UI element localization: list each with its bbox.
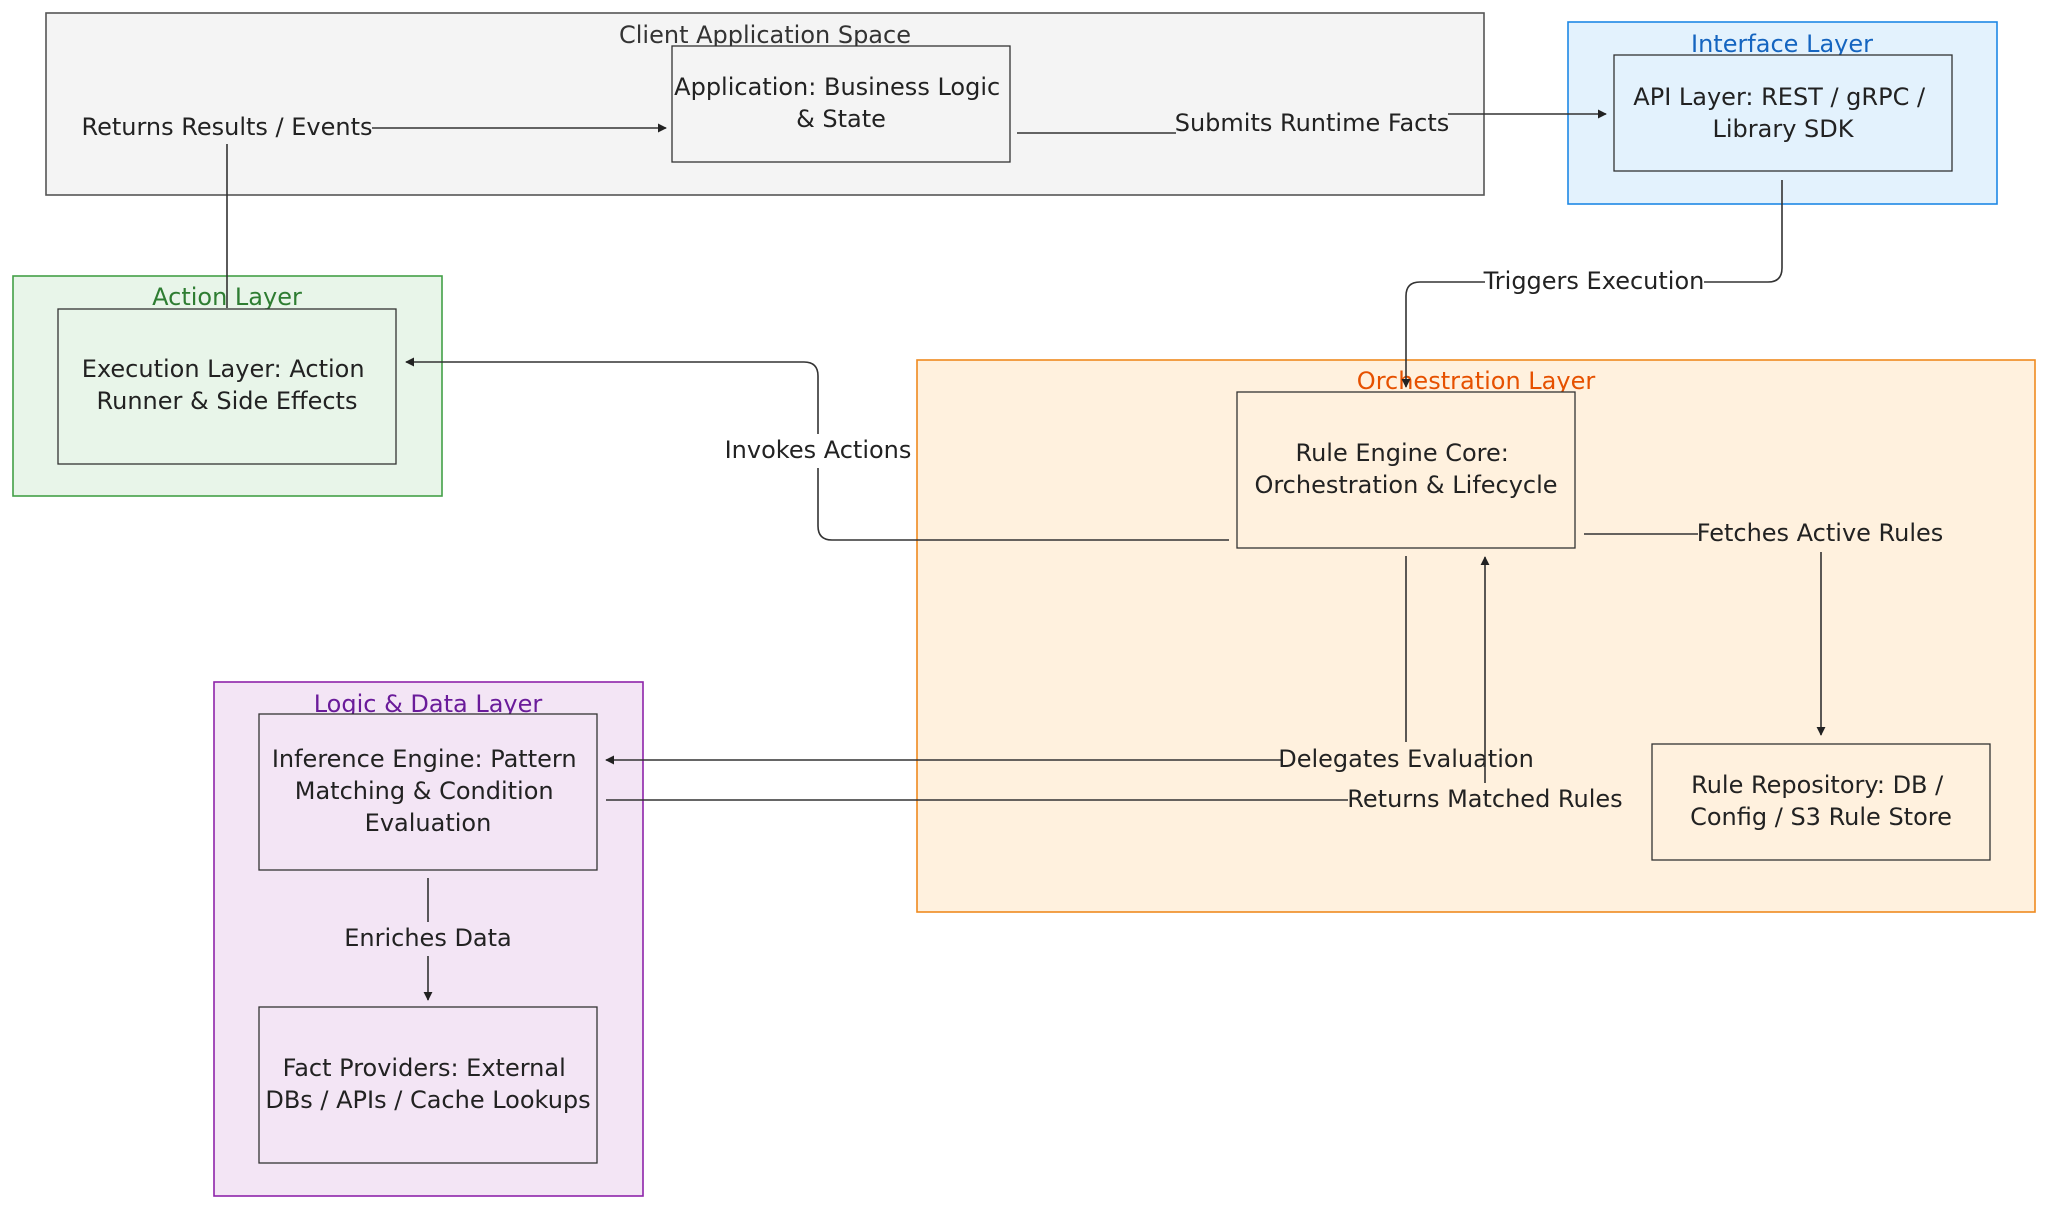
edge-label-enriches: Enriches Data [344, 924, 512, 952]
inference-label-line-3: Evaluation [365, 809, 492, 837]
edge-delegates-evaluation: Delegates Evaluation [606, 556, 1534, 773]
fact-providers-label-line-1: Fact Providers: External [283, 1054, 566, 1082]
edge-submits-path [1017, 114, 1606, 134]
edge-returns-matched-rules: Returns Matched Rules [606, 557, 1623, 813]
edge-label-submits: Submits Runtime Facts [1175, 109, 1450, 137]
application-label-line-2: & State [796, 105, 886, 133]
client-cluster-title: Client Application Space [619, 21, 911, 49]
fact-providers-node-label: Fact Providers: External DBs / APIs / Ca… [265, 1054, 590, 1114]
edge-label-delegates: Delegates Evaluation [1278, 745, 1534, 773]
application-label-line-1: Application: Business Logic [674, 73, 1000, 101]
logic-cluster-title: Logic & Data Layer [314, 690, 543, 718]
edge-fetches-path [1584, 533, 1821, 735]
orchestration-cluster-title: Orchestration Layer [1357, 367, 1596, 395]
edge-triggers-path [1406, 180, 1783, 387]
edge-label-invokes: Invokes Actions [725, 436, 912, 464]
fact-providers-label-line-2: DBs / APIs / Cache Lookups [265, 1086, 590, 1114]
edge-label-returns-results: Returns Results / Events [81, 113, 372, 141]
edge-returns-results-path [226, 128, 666, 308]
rule-engine-node-label: Rule Engine Core: Orchestration & Lifecy… [1254, 439, 1557, 499]
edge-label-triggers: Triggers Execution [1483, 267, 1705, 295]
edge-returns-rules-path [606, 557, 1485, 801]
execution-label-line-2: Runner & Side Effects [97, 387, 358, 415]
fact-providers-node-box [258, 1006, 598, 1164]
rule-engine-label-line-1: Rule Engine Core: [1295, 439, 1508, 467]
execution-node-box [57, 308, 397, 465]
execution-label-line-1: Execution Layer: Action [82, 355, 365, 383]
execution-layer-node: Execution Layer: Action Runner & Side Ef… [57, 308, 397, 465]
fact-providers-node: Fact Providers: External DBs / APIs / Ca… [258, 1006, 598, 1164]
api-label-line-1: API Layer: REST / gRPC / [1633, 83, 1926, 111]
edge-returns-results-events: Returns Results / Events [81, 113, 666, 308]
interface-cluster-title: Interface Layer [1691, 30, 1873, 58]
edge-delegates-path [606, 556, 1407, 760]
application-node: Application: Business Logic & State [671, 45, 1011, 163]
edge-label-fetches: Fetches Active Rules [1697, 519, 1944, 547]
rule-engine-label-line-2: Orchestration & Lifecycle [1254, 471, 1557, 499]
inference-engine-node: Inference Engine: Pattern Matching & Con… [258, 713, 598, 871]
edge-invokes-path [406, 362, 1229, 541]
edge-enriches-data: Enriches Data [344, 878, 512, 1000]
api-node-box [1613, 54, 1953, 172]
api-layer-node: API Layer: REST / gRPC / Library SDK [1613, 54, 1953, 172]
edge-fetches-active-rules: Fetches Active Rules [1584, 519, 1943, 735]
api-label-line-2: Library SDK [1713, 115, 1855, 143]
execution-node-label: Execution Layer: Action Runner & Side Ef… [82, 355, 372, 415]
inference-node-box [258, 713, 598, 871]
api-node-label: API Layer: REST / gRPC / Library SDK [1633, 83, 1932, 143]
inference-label-line-1: Inference Engine: Pattern [272, 745, 577, 773]
edge-invokes-actions: Invokes Actions [406, 362, 1229, 541]
rule-repository-node: Rule Repository: DB / Config / S3 Rule S… [1651, 743, 1991, 861]
application-node-box [671, 45, 1011, 163]
inference-label-line-2: Matching & Condition [295, 777, 554, 805]
repository-label-line-1: Rule Repository: DB / [1691, 771, 1944, 799]
repository-label-line-2: Config / S3 Rule Store [1690, 803, 1952, 831]
repository-node-label: Rule Repository: DB / Config / S3 Rule S… [1690, 771, 1952, 831]
edge-submits-runtime-facts: Submits Runtime Facts [1017, 109, 1606, 137]
application-node-label: Application: Business Logic & State [674, 73, 1008, 133]
repository-node-box [1651, 743, 1991, 861]
edge-triggers-execution: Triggers Execution [1406, 180, 1783, 387]
rule-engine-core-node: Rule Engine Core: Orchestration & Lifecy… [1236, 391, 1576, 549]
rule-engine-node-box [1236, 391, 1576, 549]
edge-label-returns-rules: Returns Matched Rules [1347, 785, 1622, 813]
inference-node-label: Inference Engine: Pattern Matching & Con… [272, 745, 584, 837]
